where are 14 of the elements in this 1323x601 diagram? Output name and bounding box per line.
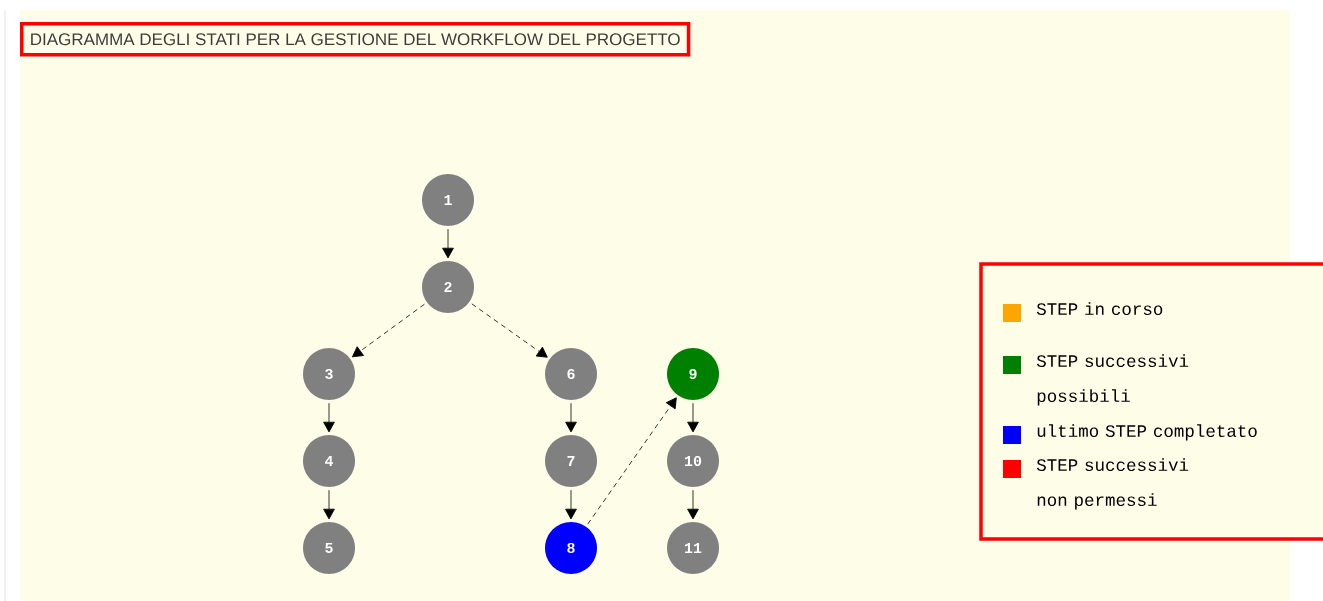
arrow	[323, 489, 335, 520]
arrow	[565, 402, 577, 433]
legend-label: ultimo STEP completato	[1037, 424, 1257, 441]
legend-label: STEP in corso	[1036, 302, 1163, 316]
title: DIAGRAMMA DEGLI STATI PER LA GESTIONE DEL WORKFLOW DEL PROGETTO	[20, 22, 691, 57]
arrow	[687, 402, 699, 433]
arrow	[442, 228, 454, 259]
arrow	[687, 489, 699, 520]
arrow	[323, 402, 335, 433]
arrow	[352, 303, 425, 358]
arrow	[587, 397, 677, 525]
legend-label: STEP successivi non permessi	[1036, 458, 1189, 510]
arrow	[471, 303, 548, 358]
arrow	[565, 489, 577, 520]
